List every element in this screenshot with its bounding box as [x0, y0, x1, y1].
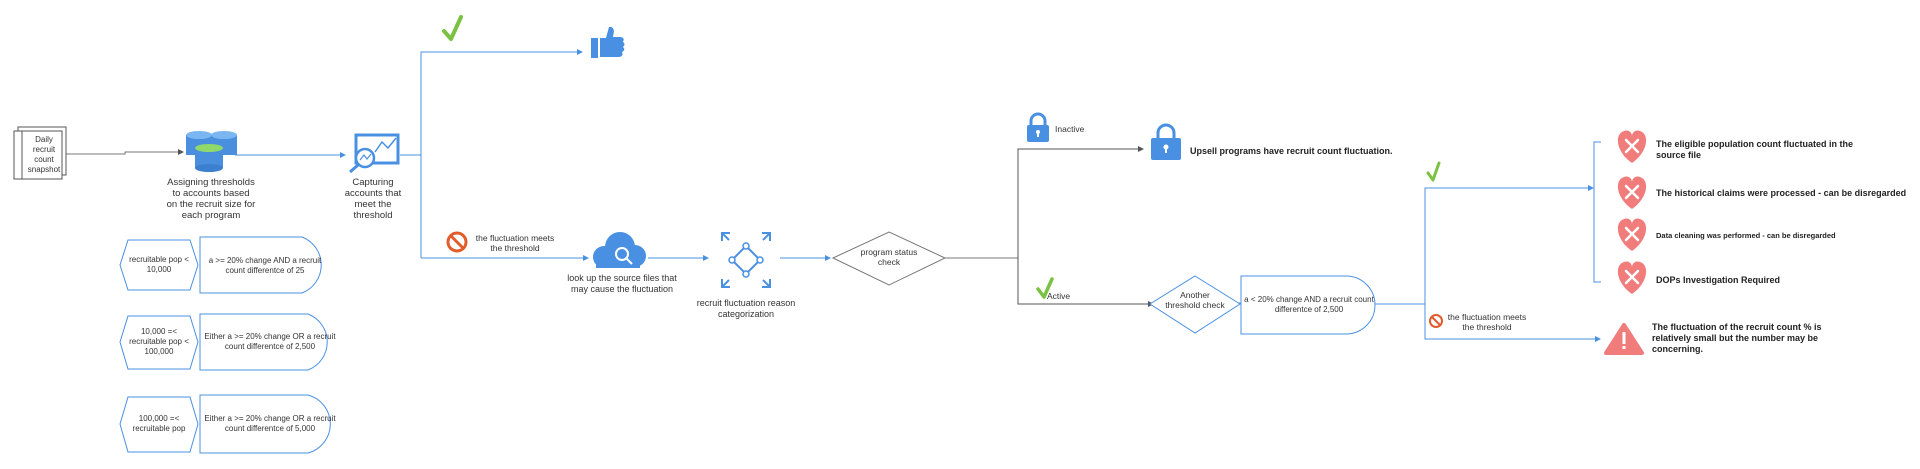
threshold-range-hexagon — [119, 396, 199, 453]
categorization-label: recruit fluctuation reason categorizatio… — [696, 298, 796, 319]
connector-branch-to-reasons — [1424, 185, 1594, 304]
reason-item: The eligible population count fluctuated… — [1656, 139, 1853, 160]
threshold-range-hexagon — [119, 315, 199, 370]
lock-icon — [1151, 123, 1181, 160]
another-threshold-label: Another threshold check — [1165, 290, 1225, 310]
check-icon — [1036, 277, 1054, 299]
connector-branch-to-warning — [1424, 304, 1601, 342]
threshold-rule-text: Either a >= 20% change OR a recruit coun… — [204, 332, 336, 351]
upsell-outcome: Upsell programs have recruit count fluct… — [1190, 146, 1393, 156]
lookup-label: look up the source files that may cause … — [567, 273, 677, 294]
check-icon — [1426, 161, 1441, 182]
program-status-label: program status check — [860, 247, 918, 267]
lock-icon — [1027, 112, 1049, 142]
snapshot-document-icon — [13, 126, 67, 180]
threshold-rule-text: Either a >= 20% change OR a recruit coun… — [204, 414, 336, 433]
broken-heart-icon — [1617, 218, 1647, 251]
check-icon — [442, 15, 463, 41]
threshold-range-text: 100,000 =< recruitable pop — [132, 414, 186, 433]
threshold-rule-box — [199, 394, 331, 454]
thumbs-up-icon — [591, 26, 625, 58]
warning-icon — [1604, 323, 1644, 355]
snapshot-label: Daily recruit count snapshot — [27, 135, 61, 174]
active-label: Active — [1047, 291, 1071, 301]
threshold-range-text: 10,000 =< recruitable pop < 100,000 — [129, 327, 189, 356]
connector-split-to-active — [1017, 258, 1154, 307]
broken-heart-icon — [1617, 130, 1647, 163]
ban-icon — [446, 231, 468, 253]
connector-branch-to-thumb — [420, 49, 583, 258]
ban-icon — [1429, 314, 1443, 328]
broken-heart-icon — [1617, 261, 1647, 294]
threshold-rule-text: a >= 20% change AND a recruit count diff… — [208, 256, 322, 275]
assign-thresholds-label: Assigning thresholds to accounts based o… — [166, 177, 256, 221]
warning-outcome: The fluctuation of the recruit count % i… — [1652, 322, 1822, 354]
threshold-range-hexagon — [119, 239, 199, 291]
threshold-rule-box — [1240, 275, 1376, 335]
connector-snapshot-to-db — [55, 149, 184, 155]
monitor-search-icon — [349, 133, 400, 174]
inactive-label: Inactive — [1055, 124, 1085, 134]
network-categorization-icon — [721, 232, 771, 288]
reason-item: Data cleaning was performed - can be dis… — [1656, 231, 1836, 240]
decision-diamond — [1149, 275, 1241, 334]
reason-item: DOPs Investigation Required — [1656, 275, 1781, 285]
connector-split-to-inactive — [1017, 146, 1144, 258]
broken-heart-icon — [1617, 176, 1647, 209]
threshold-range-text: recruitable pop < 10,000 — [129, 255, 189, 274]
cloud-search-icon — [593, 232, 646, 268]
capturing-label: Capturing accounts that meet the thresho… — [344, 177, 402, 221]
reasons-bracket — [1593, 141, 1601, 283]
fluctuation-meets-label: the fluctuation meets the threshold — [475, 233, 555, 253]
another-threshold-rule-text: a < 20% change AND a recruit count diffe… — [1244, 295, 1374, 314]
threshold-rule-box — [199, 236, 322, 294]
fluctuation-meets-label: the fluctuation meets the threshold — [1447, 312, 1527, 332]
reason-item: The historical claims were processed - c… — [1656, 188, 1907, 198]
database-icon — [186, 131, 237, 172]
threshold-rule-box — [199, 313, 328, 371]
decision-diamond — [831, 231, 947, 286]
